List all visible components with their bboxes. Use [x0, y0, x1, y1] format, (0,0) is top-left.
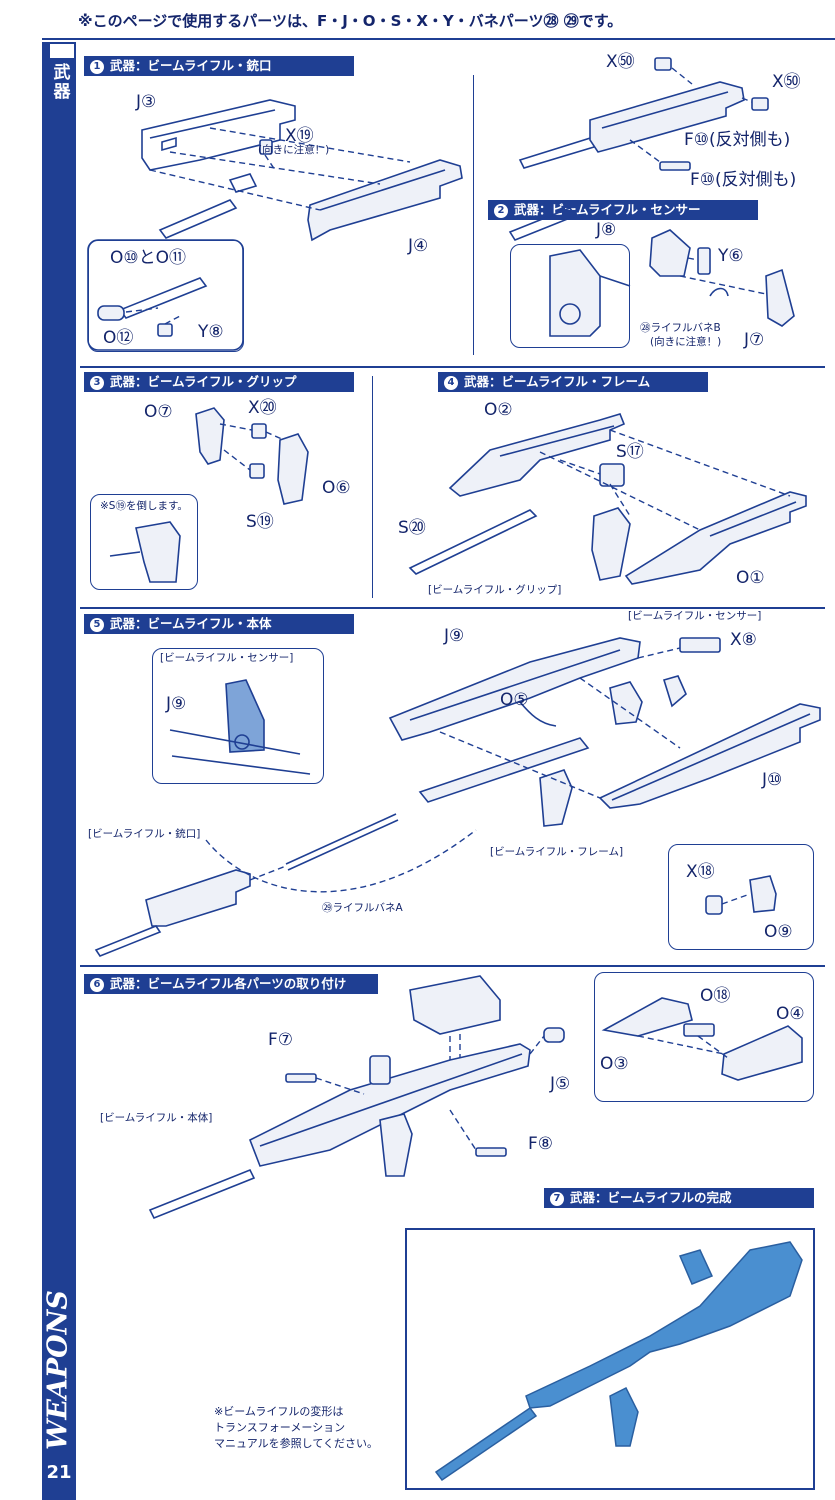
- part-label-f8: F⑧: [528, 1134, 554, 1154]
- reference-grip: [ビームライフル・グリップ]: [428, 584, 562, 596]
- part-label-j9: J⑨: [444, 626, 465, 646]
- part-label-o3: O③: [600, 1054, 629, 1074]
- step-5-muzzle-assembly-drawing: [94, 813, 477, 957]
- reference-muzzle: [ビームライフル・銃口]: [88, 828, 201, 840]
- sidebar-marker: [50, 44, 74, 58]
- step-3-detail-drawing: [109, 521, 181, 583]
- part-label-o4: O④: [776, 1004, 805, 1024]
- grip-instruction-note: ※S⑲を倒します。: [100, 500, 188, 512]
- part-label-o2: O②: [484, 400, 513, 420]
- step-5-rifle-body-drawing: [388, 637, 821, 827]
- part-label-x50-top: X㊿: [606, 52, 635, 72]
- part-label-o12: O⑫: [103, 328, 134, 348]
- detail-box-sensor: [510, 244, 630, 348]
- part-label-f10-b: F⑩(反対側も): [690, 170, 797, 190]
- part-label-s19: S⑲: [246, 512, 274, 532]
- part-note-x79: (向きに注意！): [258, 144, 330, 156]
- part-label-o6: O⑥: [322, 478, 351, 498]
- part-label-o9: O⑨: [764, 922, 793, 942]
- part-label-j8: J⑧: [596, 220, 617, 240]
- page-number: 21: [46, 1462, 72, 1483]
- part-label-o18: O⑱: [700, 986, 731, 1006]
- part-label-o7: O⑦: [144, 402, 173, 422]
- sidebar: [42, 42, 76, 1500]
- step-3-grip-drawing: [195, 407, 309, 505]
- sidebar-section-title: WEAPONS: [42, 1290, 74, 1450]
- step-5-x78-o9-drawing: [705, 875, 777, 915]
- step-6-attachment-drawing: [148, 975, 565, 1220]
- column-divider: [473, 75, 474, 355]
- parts-used-note: ※このページで使用するパーツは、F・J・O・S・X・Y・バネパーツ㉘ ㉙です。: [78, 12, 623, 30]
- step-2-sensor-drawing: [549, 229, 795, 337]
- section-divider: [80, 965, 825, 967]
- completed-rifle-frame: [405, 1228, 815, 1490]
- part-label-x80: X⑳: [248, 398, 277, 418]
- part-label-o5: O⑤: [500, 690, 529, 710]
- part-label-y6: Y⑥: [718, 246, 744, 266]
- reference-frame: [ビームライフル・フレーム]: [490, 846, 624, 858]
- transformation-footnote: ※ビームライフルの変形は トランスフォーメーション マニュアルを参照してください…: [214, 1405, 379, 1450]
- detail-box-muzzle: [88, 240, 244, 352]
- sidebar-category: 武器: [53, 63, 71, 102]
- part-label-j5: J⑤: [550, 1074, 571, 1094]
- header-divider: [42, 38, 835, 40]
- part-label-j4: J④: [408, 236, 429, 256]
- column-divider: [372, 376, 373, 598]
- part-label-j7: J⑦: [744, 330, 765, 350]
- step-5-sensor-detail-drawing: [169, 679, 311, 775]
- section-divider: [80, 607, 825, 609]
- part-label-f7: F⑦: [268, 1030, 294, 1050]
- part-label-j3: J③: [136, 92, 157, 112]
- part-label-spring-a: ㉙ライフルバネA: [322, 902, 403, 914]
- part-label-x81: X⑧: [730, 630, 757, 650]
- part-label-j10: J⑩: [762, 770, 783, 790]
- part-note-spring-b: (向きに注意！): [650, 336, 722, 348]
- detail-box-sensor-position: [152, 648, 324, 784]
- part-label-f10-a: F⑩(反対側も): [684, 130, 791, 150]
- part-label-x78: X⑱: [686, 862, 715, 882]
- detail-box-o3-o4-o18: [594, 972, 814, 1102]
- part-label-o10-o11: O⑩とO⑪: [110, 248, 187, 268]
- reference-body: [ビームライフル・本体]: [100, 1112, 213, 1124]
- section-divider: [80, 366, 825, 368]
- part-label-s17: S⑰: [616, 442, 644, 462]
- part-label-y8: Y⑧: [198, 322, 224, 342]
- reference-sensor-b: [ビームライフル・センサー]: [628, 610, 762, 622]
- part-label-spring-b: ㉘ライフルバネB: [640, 322, 721, 334]
- completed-rifle-image: [434, 1241, 803, 1482]
- reference-sensor-a: [ビームライフル・センサー]: [160, 652, 294, 664]
- step-6-detail-drawing: [601, 997, 803, 1081]
- part-label-o1: O①: [736, 568, 765, 588]
- part-label-j9-detail: J⑨: [166, 694, 187, 714]
- detail-box-x78-o9: [668, 844, 814, 950]
- step-4-frame-drawing: [408, 413, 807, 585]
- part-label-x79: X⑲: [285, 126, 314, 146]
- step-1-upper-rifle-drawing: [518, 57, 769, 171]
- part-label-x50-right: X㊿: [772, 72, 801, 92]
- part-label-s20: S⑳: [398, 518, 426, 538]
- detail-box-grip: [90, 494, 198, 590]
